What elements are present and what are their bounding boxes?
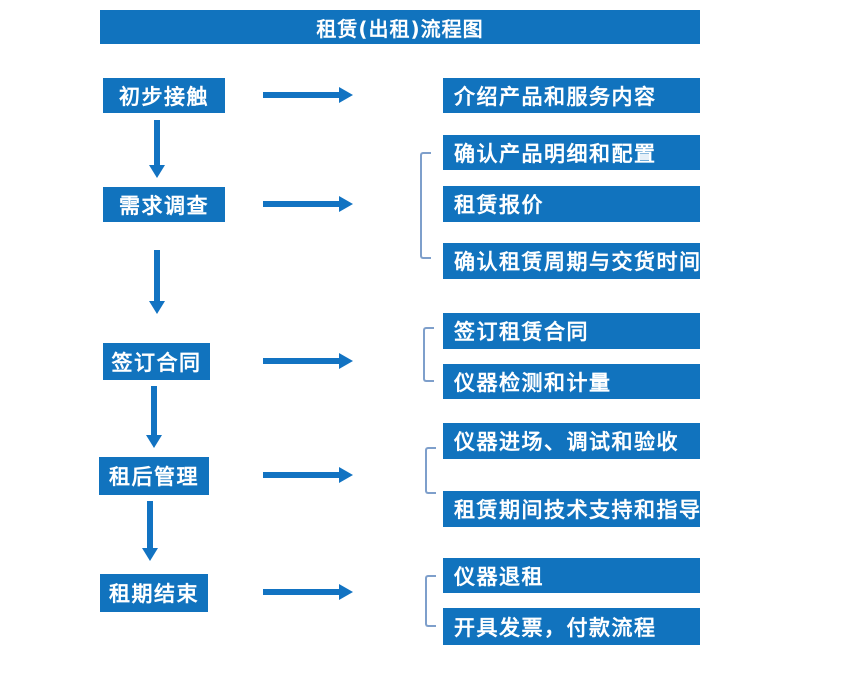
detail-box-instrument-return: 仪器退租 — [443, 558, 700, 593]
down-arrow-icon-3 — [146, 386, 162, 448]
down-arrow-icon-2 — [149, 250, 165, 314]
arrow-head — [146, 435, 162, 448]
detail-label: 仪器进场、调试和验收 — [454, 430, 679, 454]
detail-box-confirm-product-details: 确认产品明细和配置 — [443, 135, 700, 170]
down-arrow-icon-1 — [149, 120, 165, 178]
arrow-shaft — [154, 120, 160, 166]
right-arrow-icon-4 — [263, 467, 353, 483]
detail-label: 租赁报价 — [454, 193, 544, 217]
detail-label: 仪器退租 — [454, 564, 544, 589]
arrow-shaft — [263, 92, 340, 98]
stage-label: 签订合同 — [111, 350, 202, 375]
detail-label: 开具发票，付款流程 — [454, 615, 657, 640]
right-arrow-icon-2 — [263, 196, 353, 212]
stage-label: 初步接触 — [119, 84, 209, 109]
detail-label: 签订租赁合同 — [454, 320, 589, 344]
detail-box-instrument-testing: 仪器检测和计量 — [443, 364, 700, 399]
arrow-shaft — [151, 386, 157, 436]
right-arrow-icon-5 — [263, 584, 353, 600]
down-arrow-icon-4 — [142, 501, 158, 561]
stage-label: 租期结束 — [109, 582, 199, 606]
title-bar: 租赁(出租)流程图 — [100, 10, 700, 44]
stage-box-lease-end: 租期结束 — [100, 574, 208, 612]
detail-box-introduce-products: 介绍产品和服务内容 — [443, 78, 700, 113]
stage-box-demand-survey: 需求调查 — [103, 187, 225, 222]
group-bracket-post-rental — [425, 447, 436, 494]
detail-box-sign-rental-contract: 签订租赁合同 — [443, 313, 700, 349]
arrow-head — [149, 165, 165, 178]
arrow-shaft — [263, 201, 340, 207]
group-bracket-sign-contract — [423, 327, 434, 382]
stage-label: 需求调查 — [119, 193, 209, 218]
right-arrow-icon-3 — [263, 353, 353, 369]
arrow-shaft — [263, 589, 340, 595]
detail-box-rental-quote: 租赁报价 — [443, 186, 700, 222]
detail-label: 租赁期间技术支持和指导 — [454, 498, 702, 522]
detail-label: 确认租赁周期与交货时间 — [454, 250, 702, 274]
arrow-head — [339, 196, 353, 212]
group-bracket-demand-survey — [420, 152, 431, 259]
detail-box-instrument-setup-acceptance: 仪器进场、调试和验收 — [443, 423, 700, 459]
arrow-shaft — [263, 358, 340, 364]
detail-box-confirm-rental-period: 确认租赁周期与交货时间 — [443, 243, 700, 279]
arrow-head — [339, 353, 353, 369]
detail-label: 介绍产品和服务内容 — [454, 84, 657, 109]
arrow-head — [142, 548, 158, 561]
arrow-shaft — [147, 501, 153, 549]
group-bracket-lease-end — [425, 575, 436, 627]
arrow-head — [149, 301, 165, 314]
detail-box-technical-support: 租赁期间技术支持和指导 — [443, 491, 700, 527]
arrow-head — [339, 467, 353, 483]
detail-label: 确认产品明细和配置 — [454, 141, 657, 166]
stage-label: 租后管理 — [109, 465, 199, 489]
stage-box-sign-contract: 签订合同 — [103, 343, 210, 380]
detail-box-invoice-payment: 开具发票，付款流程 — [443, 608, 700, 645]
stage-box-initial-contact: 初步接触 — [103, 78, 225, 113]
arrow-shaft — [263, 472, 340, 478]
stage-box-post-rental-management: 租后管理 — [99, 457, 209, 495]
page-title: 租赁(出租)流程图 — [316, 16, 484, 41]
right-arrow-icon-1 — [263, 87, 353, 103]
arrow-head — [339, 584, 353, 600]
arrow-head — [339, 87, 353, 103]
arrow-shaft — [154, 250, 160, 302]
detail-label: 仪器检测和计量 — [454, 370, 612, 395]
